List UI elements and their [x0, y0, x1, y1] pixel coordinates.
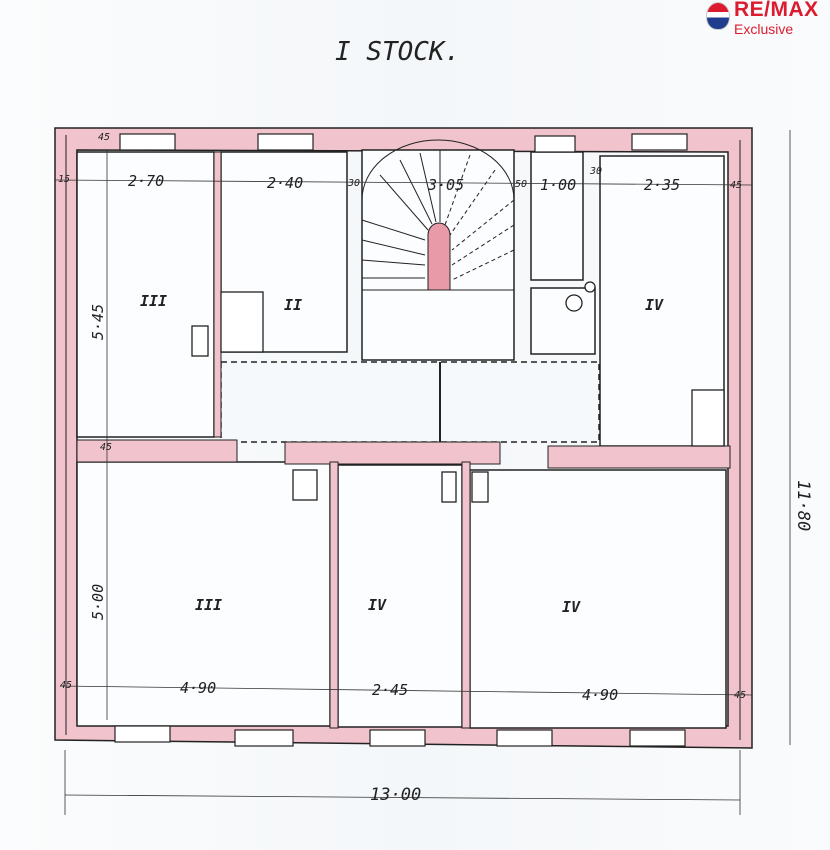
- wall-dim: 50: [515, 179, 527, 190]
- interior-wall: [329, 461, 339, 729]
- interior-wall: [547, 445, 731, 469]
- interior-wall: [284, 441, 501, 465]
- dim-label: 2·70: [128, 172, 164, 190]
- wall-dim: 15: [58, 174, 70, 185]
- interior-wall: [76, 439, 238, 463]
- room-number: IV: [368, 596, 387, 614]
- stair-core: [427, 222, 451, 291]
- dim-label: 4·90: [180, 679, 216, 697]
- room-bottom-right: [469, 469, 727, 729]
- window: [631, 133, 688, 151]
- window: [257, 133, 314, 151]
- dim-label: 11·80: [793, 480, 813, 531]
- plan-title: I STOCK.: [335, 37, 460, 67]
- window: [496, 729, 553, 747]
- wall-dim: 30: [589, 166, 602, 177]
- window: [119, 133, 176, 151]
- wall-dim: 45: [60, 680, 72, 691]
- room-number: III: [140, 292, 167, 310]
- dim-label: 3·05: [427, 176, 464, 194]
- toilet: [565, 294, 583, 312]
- dimension-lines: [54, 130, 791, 815]
- window: [534, 135, 576, 153]
- logo-brand: RE/MAX: [734, 0, 819, 21]
- wall-dim: 45: [734, 690, 746, 701]
- room-bottom-mid: [337, 464, 463, 728]
- stove: [691, 389, 725, 447]
- logo-sub: Exclusive: [734, 21, 794, 37]
- kitchen-fixture: [220, 291, 264, 353]
- window: [114, 725, 171, 743]
- stove: [471, 471, 489, 503]
- stove: [441, 471, 457, 503]
- dim-label: 5·00: [89, 584, 107, 620]
- dim-label: 2·40: [267, 174, 303, 192]
- small-room: [530, 151, 584, 281]
- dim-label: 1·00: [540, 176, 576, 194]
- wall-dim: 45: [98, 132, 110, 143]
- wall-dim: 45: [730, 180, 742, 191]
- room-top-left: [76, 151, 215, 438]
- room-number: III: [195, 596, 222, 614]
- dim-label: 5·45: [89, 304, 107, 340]
- wall-dim: 30: [347, 178, 360, 189]
- stove: [292, 469, 318, 501]
- window: [369, 729, 426, 747]
- dim-label: 2·35: [644, 176, 680, 194]
- room-number: II: [284, 296, 302, 314]
- interior-wall: [461, 461, 471, 729]
- room-bottom-left: [76, 461, 331, 727]
- dim-label: 4·90: [582, 686, 618, 704]
- bathroom: [530, 287, 596, 355]
- window: [234, 729, 294, 747]
- corridor: [220, 361, 600, 443]
- stove: [191, 325, 209, 357]
- balloon-icon: [706, 2, 730, 30]
- room-number: IV: [562, 598, 581, 616]
- window: [629, 729, 686, 747]
- dim-label: 2·45: [372, 681, 408, 699]
- room-number: IV: [645, 296, 664, 314]
- sink: [584, 281, 596, 293]
- wall-dim: 45: [100, 442, 112, 453]
- dim-label: 13·00: [370, 785, 421, 805]
- remax-logo: RE/MAX Exclusive: [704, 0, 830, 40]
